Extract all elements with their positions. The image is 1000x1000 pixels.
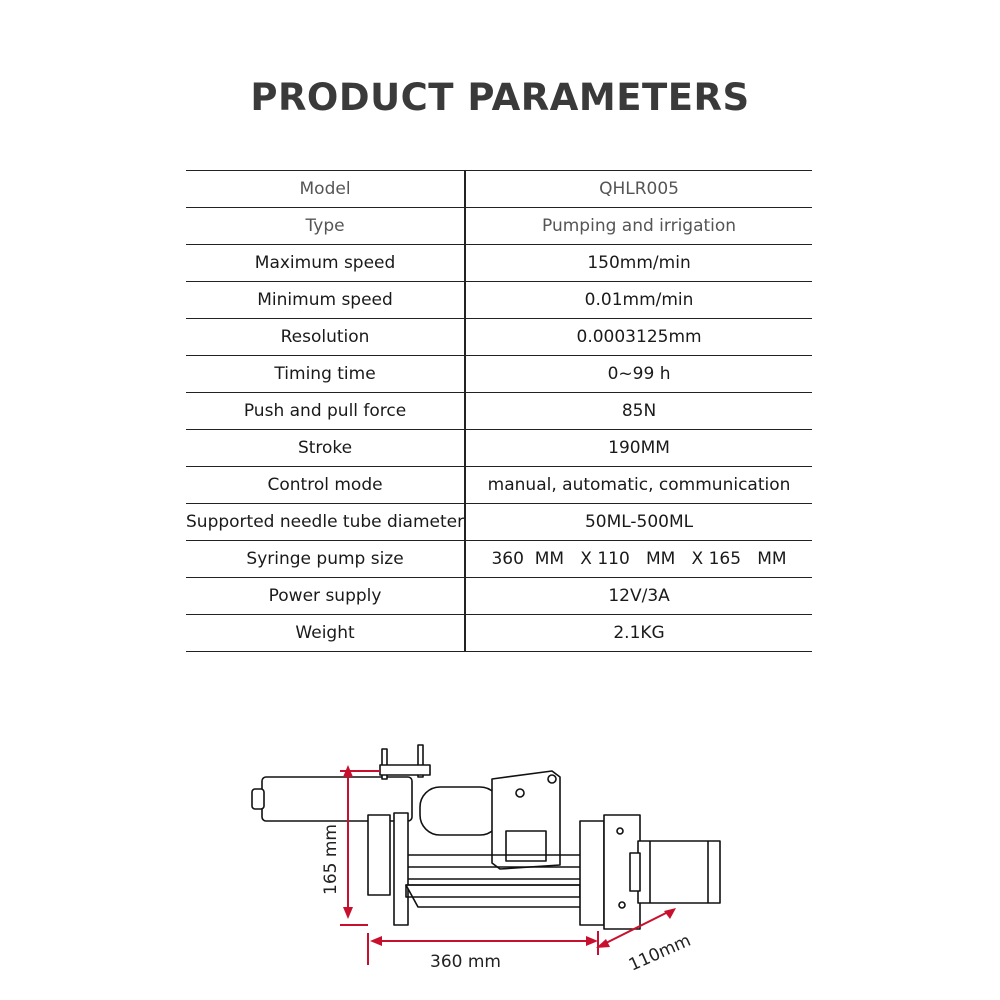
- spec-label: Model: [186, 170, 467, 208]
- spec-label: Timing time: [186, 355, 467, 393]
- page-title: PRODUCT PARAMETERS: [250, 76, 750, 119]
- spec-value: 12V/3A: [465, 577, 812, 615]
- dimension-height-label: 165 mm: [321, 824, 341, 895]
- spec-value: 2.1KG: [465, 614, 812, 652]
- spec-value: 50ML-500ML: [465, 503, 812, 541]
- syringe-pump-drawing: 165 mm 360 mm 110mm: [251, 744, 721, 975]
- spec-value: 190MM: [465, 429, 812, 467]
- spec-label: Resolution: [186, 318, 467, 356]
- spec-label: Stroke: [186, 429, 467, 467]
- dimension-lines: [340, 765, 676, 965]
- spec-label: Minimum speed: [186, 281, 467, 319]
- dimension-width-label: 110mm: [626, 931, 694, 975]
- spec-value: 85N: [465, 392, 812, 430]
- spec-label: Weight: [186, 614, 467, 652]
- dimension-length-label: 360 mm: [430, 952, 501, 972]
- spec-value: QHLR005: [465, 170, 812, 208]
- pump-line-art: [251, 744, 721, 930]
- spec-label: Control mode: [186, 466, 467, 504]
- spec-label: Push and pull force: [186, 392, 467, 430]
- spec-value: Pumping and irrigation: [465, 207, 812, 245]
- spec-value: 360 MM X 110 MM X 165 MM: [465, 540, 812, 578]
- spec-label: Syringe pump size: [186, 540, 467, 578]
- spec-label: Supported needle tube diameter: [186, 503, 467, 541]
- spec-value: manual, automatic, communication: [465, 466, 812, 504]
- spec-value: 0.0003125mm: [465, 318, 812, 356]
- spec-value: 0~99 h: [465, 355, 812, 393]
- spec-label: Power supply: [186, 577, 467, 615]
- spec-label: Type: [186, 207, 467, 245]
- spec-value: 0.01mm/min: [465, 281, 812, 319]
- spec-label: Maximum speed: [186, 244, 467, 282]
- spec-value: 150mm/min: [465, 244, 812, 282]
